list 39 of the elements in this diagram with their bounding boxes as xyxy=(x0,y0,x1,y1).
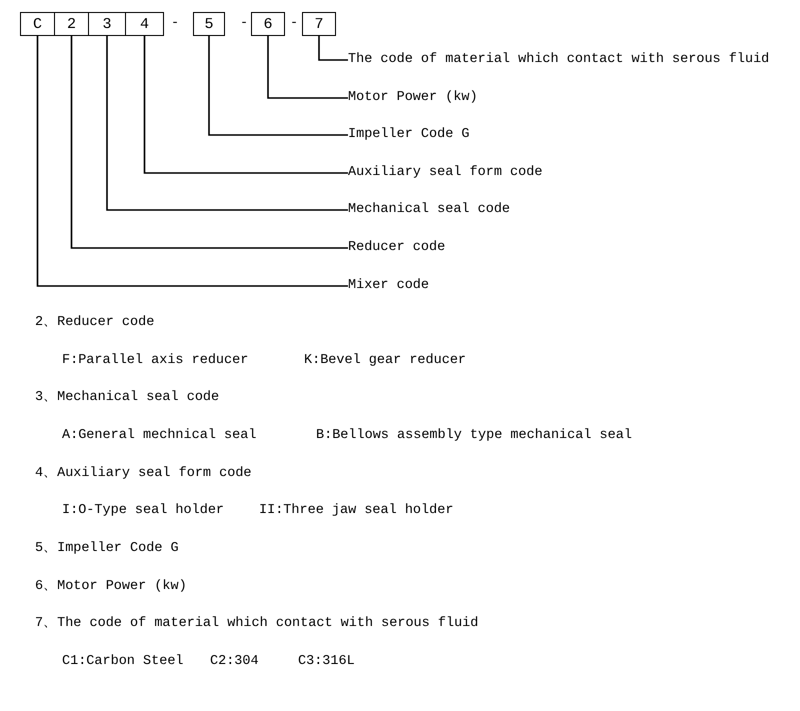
list-heading: 3、Mechanical seal code xyxy=(35,389,220,407)
code-description: Mechanical seal code xyxy=(348,201,510,219)
option-text: II:Three jaw seal holder xyxy=(259,502,454,520)
option-text: C3:316L xyxy=(298,653,355,671)
code-box: 6 xyxy=(251,12,285,36)
option-text: F:Parallel axis reducer xyxy=(62,352,248,370)
leader-line xyxy=(267,36,348,99)
code-box: C xyxy=(20,12,55,36)
list-heading: 5、Impeller Code G xyxy=(35,540,179,558)
code-box: 7 xyxy=(302,12,336,36)
option-text: K:Bevel gear reducer xyxy=(304,352,466,370)
code-description: Motor Power (kw) xyxy=(348,89,478,107)
list-heading: 2、Reducer code xyxy=(35,314,154,332)
option-text: A:General mechnical seal xyxy=(62,427,256,445)
option-text: I:O-Type seal holder xyxy=(62,502,224,520)
code-box: 2 xyxy=(54,12,89,36)
separator-dash: - xyxy=(171,15,180,33)
separator-dash: - xyxy=(290,15,298,33)
leader-line xyxy=(318,36,348,61)
list-heading: 4、Auxiliary seal form code xyxy=(35,465,252,483)
code-description: The code of material which contact with serous fluid xyxy=(348,51,770,69)
code-box: 4 xyxy=(125,12,164,36)
code-description: Auxiliary seal form code xyxy=(348,164,542,182)
option-text: C1:Carbon Steel xyxy=(62,653,184,671)
code-description: Reducer code xyxy=(348,239,446,257)
option-text: B:Bellows assembly type mechanical seal xyxy=(316,427,632,445)
list-heading: 7、The code of material which contact with serous fluid xyxy=(35,615,478,633)
list-heading: 6、Motor Power (kw) xyxy=(35,578,187,596)
leader-line xyxy=(106,36,348,211)
leader-line xyxy=(70,36,348,249)
leader-line xyxy=(144,36,348,174)
leader-line xyxy=(36,36,348,287)
option-text: C2:304 xyxy=(210,653,259,671)
leader-line xyxy=(208,36,348,136)
code-box: 5 xyxy=(193,12,225,36)
code-description: Impeller Code G xyxy=(348,126,470,144)
separator-dash: - xyxy=(240,15,248,33)
code-box: 3 xyxy=(88,12,126,36)
code-description: Mixer code xyxy=(348,277,430,295)
